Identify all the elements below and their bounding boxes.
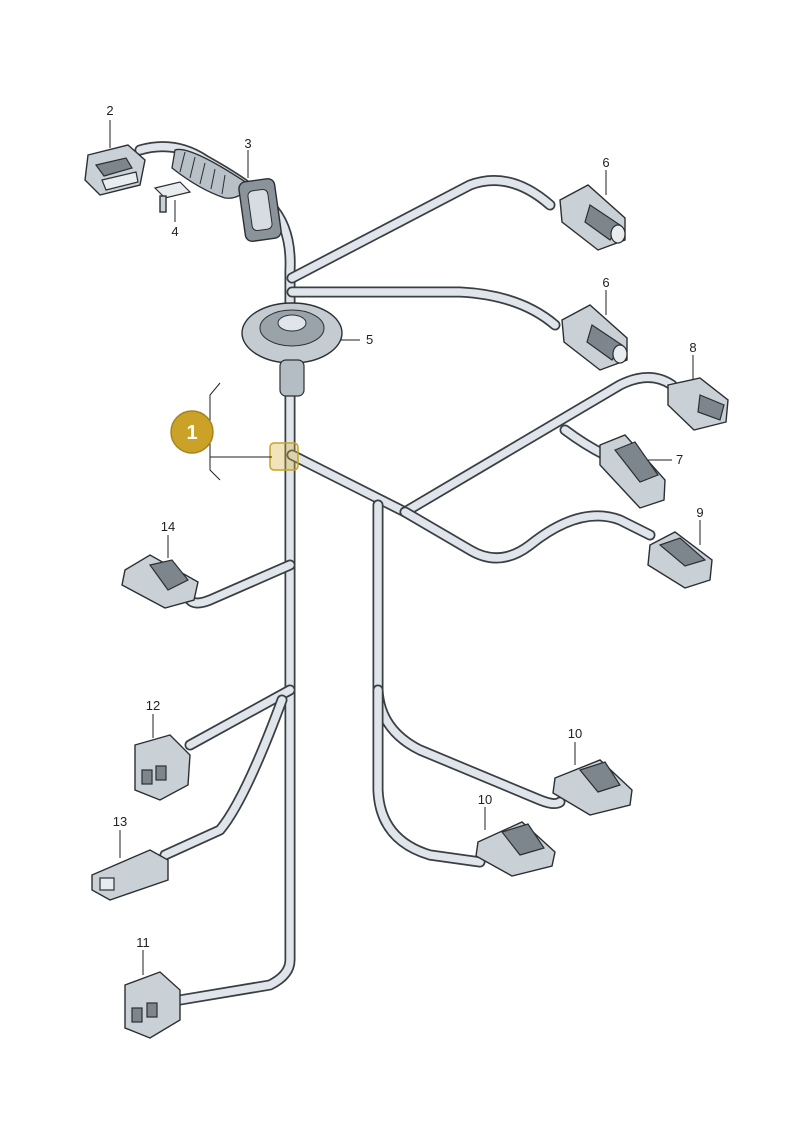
connector-8	[667, 377, 729, 431]
connector-11	[124, 971, 181, 1039]
connector-9	[647, 531, 713, 589]
item-1-marker	[269, 442, 299, 471]
connector-7	[599, 434, 666, 509]
connector-12	[134, 734, 191, 801]
callout-5: 5	[366, 332, 373, 347]
callout-10b: 10	[478, 792, 492, 807]
sleeve-3	[171, 148, 282, 243]
harness-wires	[134, 141, 678, 1006]
callout-2: 2	[106, 103, 113, 118]
callout-9: 9	[696, 505, 703, 520]
item-1-badge[interactable]: 1	[170, 410, 214, 454]
callout-10a: 10	[568, 726, 582, 741]
callout-7: 7	[676, 452, 683, 467]
grommet-5	[241, 302, 343, 397]
callout-14: 14	[161, 519, 175, 534]
connector-10a	[552, 759, 633, 816]
connector-13	[91, 849, 169, 901]
connector-6a	[559, 184, 626, 251]
callout-6b: 6	[602, 275, 609, 290]
connector-6b	[561, 304, 628, 371]
callout-12: 12	[146, 698, 160, 713]
callout-11: 11	[136, 935, 150, 950]
connector-2	[84, 144, 146, 196]
connector-10b	[475, 821, 556, 877]
callout-4: 4	[171, 224, 178, 239]
clip-4	[153, 181, 192, 213]
callout-8: 8	[689, 340, 696, 355]
item-1-badge-label: 1	[186, 422, 197, 444]
callout-3: 3	[244, 136, 251, 151]
callout-13: 13	[113, 814, 127, 829]
callout-6a: 6	[602, 155, 609, 170]
connector-14	[121, 554, 199, 609]
